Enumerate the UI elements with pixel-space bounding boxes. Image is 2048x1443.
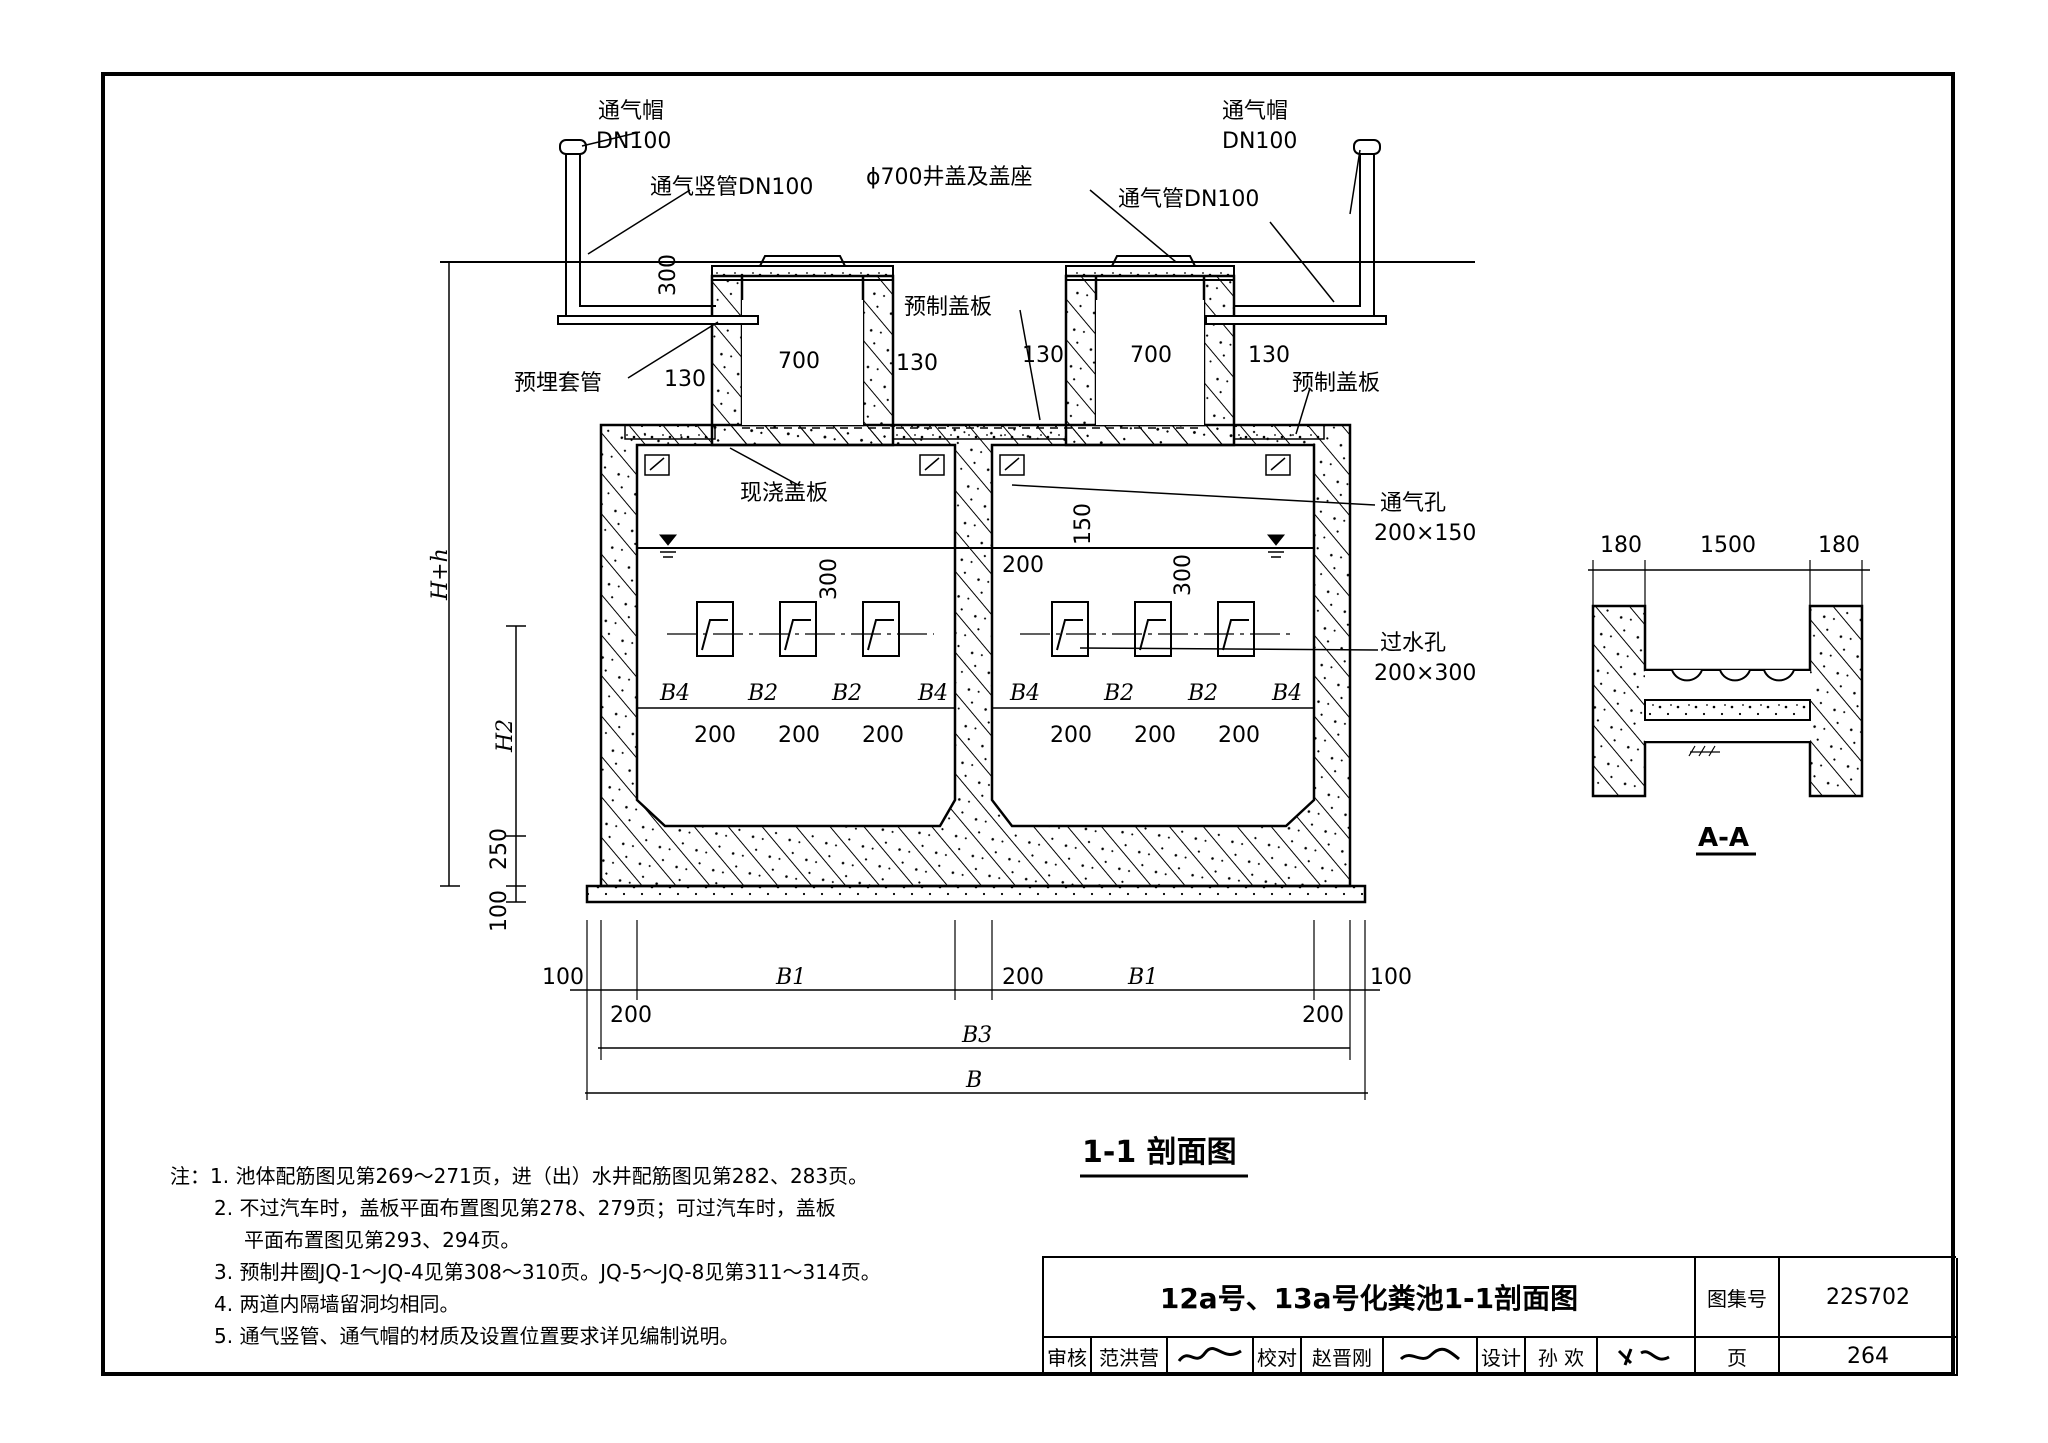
dim-200-mid: 200	[1002, 965, 1044, 990]
section-1-1-labels: 通气帽 DN100 通气帽 DN100 通气竖管DN100 ϕ700井盖及盖座 …	[428, 99, 1476, 1178]
design-label: 设计	[1478, 1338, 1526, 1376]
label-water-hole-size: 200×300	[1374, 661, 1476, 686]
dim-200-3: 200	[862, 723, 904, 748]
dim-h-plus-h: H+h	[428, 548, 453, 601]
sheet-border	[101, 72, 1955, 1376]
dim-250: 250	[487, 828, 512, 870]
note-2a: 2. 不过汽车时，盖板平面布置图见第278、279页；可过汽车时，盖板	[214, 1196, 836, 1220]
aa-dim-1500: 1500	[1700, 533, 1756, 558]
label-vent-hole-size: 200×150	[1374, 521, 1476, 546]
dim-130-d: 130	[1248, 343, 1290, 368]
dim-700-right: 700	[1130, 343, 1172, 368]
atlas-label: 图集号	[1696, 1258, 1780, 1338]
dim-300-top: 300	[656, 254, 681, 296]
aa-dim-180-left: 180	[1600, 533, 1642, 558]
section-1-1	[440, 131, 1475, 1100]
dim-700-left: 700	[778, 349, 820, 374]
label-vent-pipe: 通气管DN100	[1118, 187, 1259, 212]
dim-200-left: 200	[610, 1003, 652, 1028]
dim-b2-4: B2	[1187, 681, 1218, 706]
label-precast-slab-1: 预制盖板	[904, 295, 992, 320]
dim-200-1: 200	[694, 723, 736, 748]
label-vent-hole: 通气孔	[1380, 491, 1446, 516]
dim-h2: H2	[493, 719, 518, 753]
base-slab	[585, 884, 1367, 904]
dim-b2-2: B2	[831, 681, 862, 706]
dim-100-right: 100	[1370, 965, 1412, 990]
label-vent-cap-left-size: DN100	[596, 129, 671, 154]
aa-dim-180-right: 180	[1818, 533, 1860, 558]
label-vent-cap-right: 通气帽	[1222, 99, 1288, 124]
dim-b2-3: B2	[1103, 681, 1134, 706]
dim-b2-1: B2	[747, 681, 778, 706]
dim-150: 150	[1071, 503, 1096, 545]
dim-200-6: 200	[1218, 723, 1260, 748]
label-manhole-cover: ϕ700井盖及盖座	[866, 165, 1033, 190]
dim-b4-2: B4	[917, 681, 948, 706]
label-vent-riser: 通气竖管DN100	[650, 175, 813, 200]
dim-130-b: 130	[896, 351, 938, 376]
note-3: 3. 预制井圈JQ-1～JQ-4见第308～310页。JQ-5～JQ-8见第31…	[214, 1260, 881, 1284]
checker-signature	[1384, 1338, 1478, 1376]
note-2b: 平面布置图见第293、294页。	[244, 1228, 521, 1252]
dim-b1-left: B1	[775, 965, 806, 990]
dim-300-right: 300	[1171, 554, 1196, 596]
note-1: 注：1. 池体配筋图见第269～271页，进（出）水井配筋图见第282、283页…	[170, 1164, 869, 1188]
label-vent-cap-left: 通气帽	[598, 99, 664, 124]
dim-100-v: 100	[487, 890, 512, 932]
designer-name: 孙 欢	[1526, 1338, 1598, 1376]
section-1-1-title: 1-1 剖面图	[1082, 1135, 1237, 1170]
section-a-a-labels: 180 1500 180 A-A	[1600, 533, 1860, 856]
note-5: 5. 通气竖管、通气帽的材质及设置位置要求详见编制说明。	[214, 1324, 740, 1348]
note-4: 4. 两道内隔墙留洞均相同。	[214, 1292, 460, 1316]
dim-b4-4: B4	[1271, 681, 1302, 706]
dim-200-5: 200	[1134, 723, 1176, 748]
section-a-a	[1588, 560, 1870, 798]
water-holes	[696, 601, 1255, 657]
dim-b4-1: B4	[659, 681, 690, 706]
dim-b1-right: B1	[1127, 965, 1158, 990]
designer-signature	[1598, 1338, 1696, 1376]
page-label: 页	[1696, 1338, 1780, 1376]
label-precast-slab-2: 预制盖板	[1292, 371, 1380, 396]
dim-200-vent: 200	[1002, 553, 1044, 578]
dim-200-2: 200	[778, 723, 820, 748]
label-embedded-sleeve: 预埋套管	[514, 371, 602, 396]
drawing-title: 12a号、13a号化粪池1-1剖面图	[1044, 1258, 1696, 1338]
title-block: 12a号、13a号化粪池1-1剖面图 图集号 22S702 审核 范洪营 校对 …	[1042, 1256, 1958, 1376]
atlas-number: 22S702	[1780, 1258, 1958, 1338]
section-a-a-title: A-A	[1698, 823, 1749, 853]
dim-130-a: 130	[664, 367, 706, 392]
label-water-hole: 过水孔	[1380, 631, 1446, 656]
dim-b3: B3	[961, 1023, 992, 1048]
dim-200-right: 200	[1302, 1003, 1344, 1028]
dim-b4-3: B4	[1009, 681, 1040, 706]
reviewer-name: 范洪营	[1092, 1338, 1168, 1376]
dim-200-4: 200	[1050, 723, 1092, 748]
page-number: 264	[1780, 1338, 1958, 1376]
label-cast-slab: 现浇盖板	[740, 481, 828, 506]
check-label: 校对	[1254, 1338, 1302, 1376]
checker-name: 赵晋刚	[1302, 1338, 1384, 1376]
dim-130-c: 130	[1022, 343, 1064, 368]
notes-block: 注：1. 池体配筋图见第269～271页，进（出）水井配筋图见第282、283页…	[170, 1160, 881, 1352]
dim-100-left: 100	[542, 965, 584, 990]
dim-300-left: 300	[817, 558, 842, 600]
dim-b: B	[965, 1068, 982, 1093]
notes-prefix: 注：	[170, 1164, 210, 1188]
review-label: 审核	[1044, 1338, 1092, 1376]
label-vent-cap-right-size: DN100	[1222, 129, 1297, 154]
reviewer-signature	[1168, 1338, 1254, 1376]
